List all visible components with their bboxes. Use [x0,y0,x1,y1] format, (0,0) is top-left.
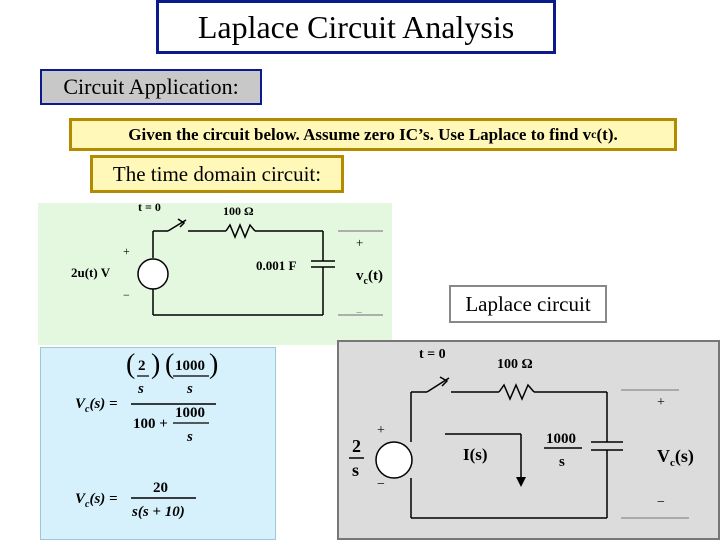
eq1-den-a: s [137,381,144,397]
source-plus: + [377,423,385,438]
capacitor-label: 0.001 F [256,258,297,273]
voltage-source-icon [137,258,169,290]
current-label: I(s) [463,445,488,464]
resistor [498,383,535,401]
eq2-den: s(s + 10) [131,504,185,520]
problem-text-end: (t). [596,124,618,144]
eq2-num: 20 [153,480,168,496]
page-title: Laplace Circuit Analysis [159,3,553,51]
resistor [225,223,256,239]
source-minus: − [377,477,385,492]
eq2-lhs-v: V [75,491,87,507]
switch-arrow [439,376,449,387]
paren-left: ( [165,349,174,380]
capacitor-num: 1000 [546,431,576,447]
problem-text: Given the circuit below. Assume zero IC’… [128,124,592,144]
output-v: v [356,268,364,284]
paren-left: ( [126,349,135,380]
source-label: 2u(t) V [71,265,111,280]
current-arrow-icon [516,477,526,487]
time-domain-label: The time domain circuit: [90,155,344,193]
eq1-num-a: 2 [138,358,146,374]
section-label: Circuit Application: [40,69,262,105]
switch-arrow [177,218,186,228]
eq1-denom-num: 1000 [175,405,205,421]
time-domain-circuit-diagram: t = 0 100 Ω 2u(t) V + − 0.001 F + − vc(t… [71,200,383,319]
output-minus: − [356,307,362,319]
voltage-source-icon [375,441,413,479]
eq1-lhs-v: V [75,396,87,412]
output-plus: + [657,395,665,410]
output-plus: + [356,235,363,250]
output-label: vc(t) [356,268,383,287]
output-end: (s) [675,446,694,467]
output-v: V [657,446,670,466]
output-end: (t) [368,268,383,284]
laplace-circuit-label: Laplace circuit [449,285,607,323]
title-frame: Laplace Circuit Analysis [156,0,556,54]
eq2-lhs: Vc(s) = [75,491,118,510]
eq1-lhs-sub: c [85,404,90,415]
capacitor-den: s [559,454,565,470]
problem-statement: Given the circuit below. Assume zero IC’… [69,118,677,151]
eq1-lhs: Vc(s) = [75,396,118,415]
eq1-denom-100: 100 + [133,416,168,432]
paren-right: ) [151,349,160,380]
eq1-denom-den: s [186,429,193,445]
eq1-lhs-arg: (s) = [89,396,117,412]
source-plus: + [123,244,130,258]
problem-subscript: c [591,127,597,141]
source-den: s [352,460,359,480]
paren-right: ) [209,349,218,380]
laplace-circuit-panel: t = 0 100 Ω 2 s I(s) 1000 s Vc(s) + − + … [337,340,720,540]
equations-panel: Vc(s) = ( ) ( ) 2 s 1000 s 100 + 1000 s … [40,347,276,540]
output-sub: c [670,457,675,469]
source-num: 2 [352,436,361,456]
eq2-lhs-sub: c [85,499,90,510]
output-sub: c [364,276,369,287]
equations-diagram: Vc(s) = ( ) ( ) 2 s 1000 s 100 + 1000 s … [75,349,218,520]
resistor-label: 100 Ω [497,357,533,372]
switch-label: t = 0 [138,203,161,214]
switch-label: t = 0 [419,347,446,362]
time-domain-circuit-panel: t = 0 100 Ω 2u(t) V + − 0.001 F + − vc(t… [38,200,392,345]
source-minus: − [123,288,130,302]
resistor-label: 100 Ω [223,204,254,218]
eq2-lhs-arg: (s) = [89,491,117,507]
output-label: Vc(s) [657,446,694,469]
laplace-circuit-diagram: t = 0 100 Ω 2 s I(s) 1000 s Vc(s) + − + … [349,347,694,519]
output-minus: − [657,495,665,510]
eq1-den-b: s [186,381,193,397]
eq1-num-b: 1000 [175,358,205,374]
